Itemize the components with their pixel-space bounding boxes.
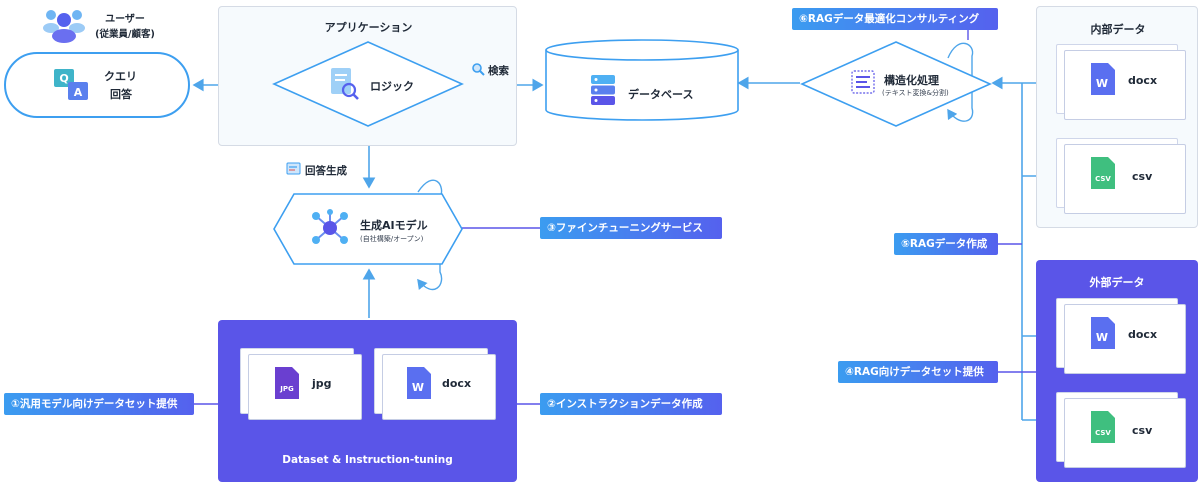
tag-rag-dataset: ④RAG向けデータセット提供 <box>838 361 998 383</box>
word-letter: W <box>1096 331 1108 344</box>
external-csv-label: csv <box>1132 424 1153 437</box>
genai-hexagon <box>273 193 463 265</box>
tag-rag-consulting: ⑥RAGデータ最適化コンサルティング <box>792 8 998 30</box>
application-title: アプリケーション <box>324 21 413 34</box>
internal-csv-card <box>1056 138 1186 214</box>
search-label: 検索 <box>488 65 509 77</box>
external-csv-card <box>1056 392 1186 468</box>
database-label: データベース <box>628 88 694 101</box>
tag-general-dataset: ①汎用モデル向けデータセット提供 <box>4 393 194 415</box>
search-icon <box>472 63 485 76</box>
tag-finetuning-service: ③ファインチューニングサービス <box>540 217 722 239</box>
csv-file-icon: CSV <box>1091 157 1115 189</box>
list-structure-icon <box>851 70 875 94</box>
dataset-jpg-label: jpg <box>312 377 332 390</box>
dataset-docx-card <box>374 348 496 420</box>
genai-sublabel: (自社構築/オープン) <box>360 235 424 243</box>
qa-q-letter: Q <box>59 72 68 85</box>
structuring-title: 構造化処理 <box>884 74 939 87</box>
server-icon <box>591 75 615 105</box>
user-group: ユーザー (従業員/顧客) <box>38 6 168 46</box>
dataset-jpg-card <box>240 348 362 420</box>
external-data-title: 外部データ <box>1089 276 1145 289</box>
jpg-text: JPG <box>279 385 294 393</box>
answer-generation-label: 回答生成 <box>305 165 347 177</box>
dataset-panel-title: Dataset & Instruction-tuning <box>282 454 453 466</box>
logic-diamond <box>272 41 464 127</box>
qa-a-letter: A <box>74 86 83 99</box>
answer-label: 回答 <box>110 88 132 101</box>
word-letter: W <box>412 381 424 394</box>
word-file-icon: W <box>1091 63 1115 95</box>
tag-instruction-data: ②インストラクションデータ作成 <box>540 393 722 415</box>
internal-csv-label: csv <box>1132 170 1153 183</box>
user-label: ユーザー <box>105 14 145 25</box>
external-docx-card <box>1056 298 1186 374</box>
query-label: クエリ <box>104 70 137 83</box>
internal-docx-label: docx <box>1128 74 1158 87</box>
users-icon <box>43 10 85 43</box>
internal-docx-card <box>1056 44 1186 120</box>
jpg-file-icon: JPG <box>275 367 299 399</box>
csv-text: CSV <box>1095 175 1111 183</box>
external-docx-label: docx <box>1128 328 1158 341</box>
word-letter: W <box>1096 77 1108 90</box>
user-sublabel: (従業員/顧客) <box>95 29 155 40</box>
internal-data-title: 内部データ <box>1090 23 1146 36</box>
neural-network-icon <box>312 209 348 244</box>
structuring-sublabel: (テキスト変換&分割) <box>882 89 949 97</box>
genai-title: 生成AIモデル <box>360 219 428 232</box>
database-cylinder <box>545 39 739 121</box>
csv-file-icon: CSV <box>1091 411 1115 443</box>
qa-icon: Q A <box>54 69 88 100</box>
structuring-diamond <box>800 41 992 127</box>
query-answer-box: Q A クエリ 回答 <box>4 52 190 118</box>
document-search-icon <box>331 68 359 100</box>
csv-text: CSV <box>1095 429 1111 437</box>
logic-label: ロジック <box>370 80 414 93</box>
tag-rag-data-creation: ⑤RAGデータ作成 <box>894 233 998 255</box>
answer-generation-icon <box>286 162 301 175</box>
word-file-icon: W <box>1091 317 1115 349</box>
word-file-icon: W <box>407 367 431 399</box>
dataset-docx-label: docx <box>442 377 472 390</box>
